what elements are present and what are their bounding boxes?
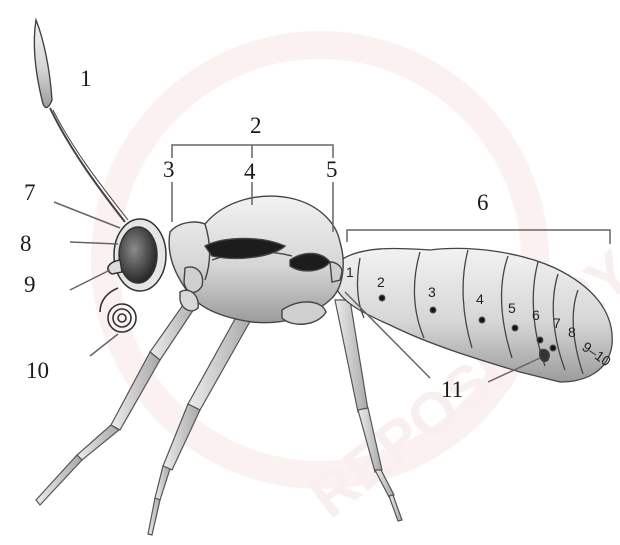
compound-eye (119, 227, 157, 283)
label-4: 4 (244, 159, 256, 184)
label-9: 9 (24, 272, 36, 297)
segment-1: 1 (346, 264, 354, 280)
label-11: 11 (441, 377, 463, 402)
label-7: 7 (24, 180, 36, 205)
segment-6: 6 (532, 307, 540, 323)
segment-7: 7 (553, 315, 561, 331)
segment-4: 4 (476, 291, 484, 307)
label-10: 10 (26, 358, 49, 383)
label-5: 5 (326, 157, 338, 182)
segment-2: 2 (377, 274, 385, 290)
segment-8: 8 (568, 324, 576, 340)
label-2: 2 (250, 113, 262, 138)
thorax (169, 196, 343, 324)
segment-3: 3 (428, 284, 436, 300)
label-6: 6 (477, 190, 489, 215)
label-8: 8 (20, 231, 32, 256)
label-3: 3 (163, 157, 175, 182)
label-1: 1 (80, 66, 92, 91)
segment-5: 5 (508, 300, 516, 316)
